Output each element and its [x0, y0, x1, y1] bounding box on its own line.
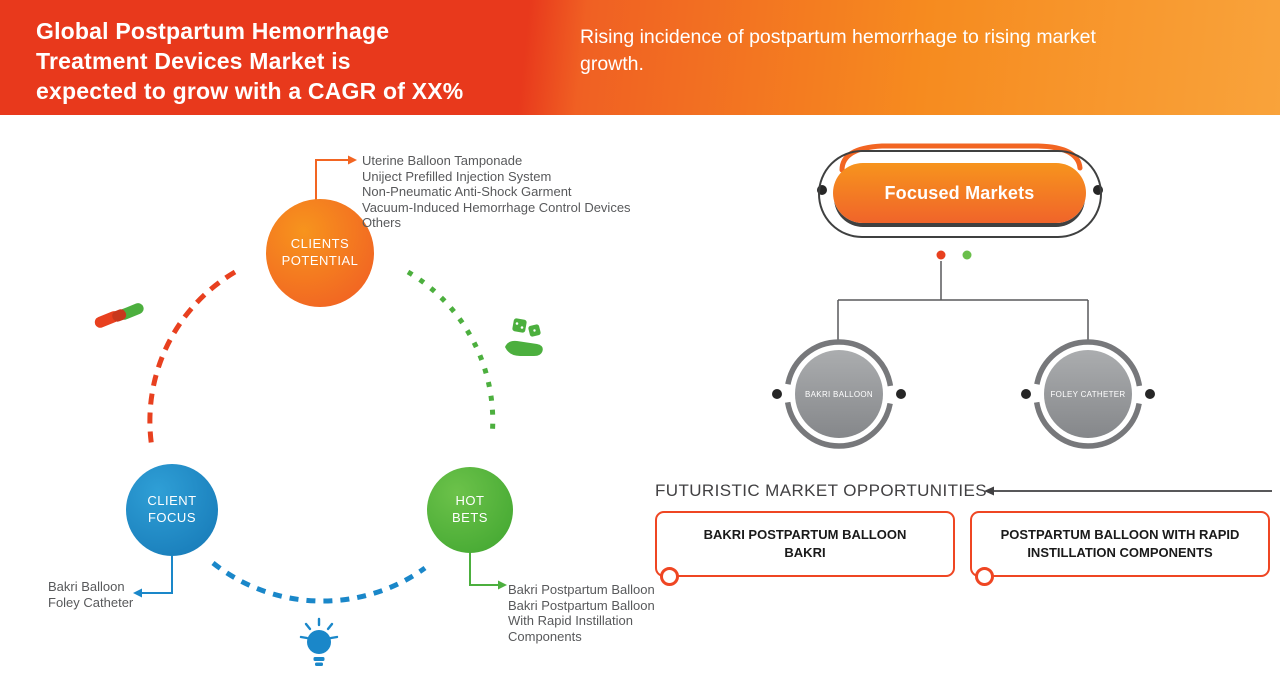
- arc-red: [147, 269, 237, 449]
- node-label-bakri-balloon: BAKRI BALLOON: [805, 390, 873, 399]
- hot-bets-label: HOT BETS: [452, 493, 488, 525]
- node-label-foley-catheter: FOLEY CATHETER: [1050, 390, 1126, 399]
- box-marker-dot-icon: [660, 567, 679, 586]
- handshake-icon: [92, 297, 146, 342]
- arc-blue: [211, 561, 427, 604]
- focused-markets-outline: Focused Markets: [818, 150, 1102, 238]
- focused-markets-pill: Focused Markets: [833, 163, 1086, 223]
- arrow-right-icon: [498, 580, 507, 590]
- box-marker-dot-icon: [975, 567, 994, 586]
- clients-potential-circle: CLIENTS POTENTIAL: [266, 199, 374, 307]
- page-subtitle: Rising incidence of postpartum hemorrhag…: [580, 26, 1096, 76]
- callout-line-clients-potential: [315, 159, 348, 203]
- opportunity-box-2: POSTPARTUM BALLOON WITH RAPID INSTILLATI…: [970, 511, 1270, 577]
- arc-green: [406, 269, 496, 438]
- clients-potential-label: CLIENTS POTENTIAL: [281, 236, 359, 268]
- client-focus-items: Bakri Balloon Foley Catheter: [48, 579, 134, 610]
- clients-potential-items: Uterine Balloon Tamponade Uniject Prefil…: [362, 153, 631, 231]
- client-focus-label: CLIENT FOCUS: [147, 493, 197, 525]
- red-dot-icon: [936, 250, 946, 260]
- client-focus-circle: CLIENT FOCUS: [126, 464, 218, 556]
- green-dot-icon: [962, 250, 972, 260]
- lightbulb-icon: [299, 617, 339, 674]
- hot-bets-circle: HOT BETS: [427, 467, 513, 553]
- dice-hand-icon: [500, 316, 548, 369]
- hot-bets-items: Bakri Postpartum Balloon Bakri Postpartu…: [508, 582, 655, 644]
- header-banner: Global Postpartum Hemorrhage Treatment D…: [0, 0, 1280, 115]
- arrow-right-icon: [348, 155, 357, 165]
- branch-connector: [837, 261, 1089, 341]
- opportunity-box-1: BAKRI POSTPARTUM BALLOON BAKRI: [655, 511, 955, 577]
- callout-line-hot-bets: [469, 552, 498, 586]
- page-title: Global Postpartum Hemorrhage Treatment D…: [36, 18, 464, 104]
- opportunities-heading: FUTURISTIC MARKET OPPORTUNITIES: [655, 481, 987, 500]
